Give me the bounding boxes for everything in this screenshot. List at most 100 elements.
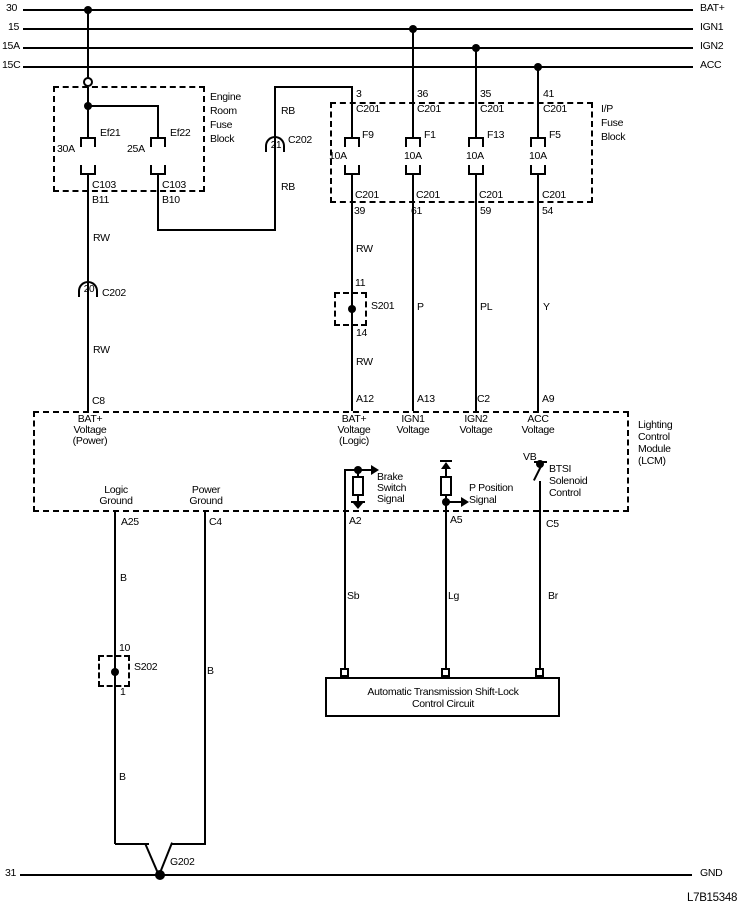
pin-a12: A12 [356,393,374,405]
resistor-icon [352,476,364,496]
lcm-a5-wire [446,501,461,503]
wire-rb-across [158,229,276,231]
fuse-ef22-icon [150,165,166,175]
wire-f9-feed [351,86,353,137]
conn-c103-b10: C103 [162,179,186,191]
wire-f5-feed [537,66,539,137]
lcm-a9-desc: ACC [527,413,549,425]
pin-b11: B11 [92,194,110,206]
wire-color-b: B [207,665,214,677]
wire-p-a13 [412,175,414,411]
pass-through-terminal [83,77,93,87]
lcm-a2-desc: Switch [377,482,407,494]
lcm-c2-desc: Voltage [459,424,493,436]
lcm-a12-desc: Voltage [337,424,371,436]
wire-color-br: Br [548,590,558,602]
lcm-label: (LCM) [638,455,666,467]
ground-g202-dot [155,870,165,880]
wire-rb-up [274,86,276,231]
lcm-a13-desc: IGN1 [401,413,425,425]
engine-room-fuse-block-box [53,86,205,192]
wire-erfb-feed [87,87,89,137]
wire-sb [344,512,346,668]
terminal-icon [340,668,349,677]
splice-s201-bottom-pin: 14 [356,327,368,339]
pin-a9: A9 [542,393,555,405]
terminal-icon [535,668,544,677]
lcm-c4-desc: Ground [189,495,223,507]
lcm-c5-supply: VB [523,451,537,463]
pin-3: 3 [356,88,362,100]
bus-15c-label: 15C [2,59,21,71]
wire-color-rb: RB [281,181,295,193]
lcm-c5-desc: Control [549,487,581,499]
fuse-ef22-rating: 25A [127,143,145,155]
fuse-f9-icon [344,137,360,147]
connector-c202-20-name: C202 [102,287,126,299]
wire-color-pl: PL [480,301,493,313]
fuse-f9-rating: 10A [329,150,347,162]
fuse-f1-name: F1 [424,129,436,141]
erfb-label: Room [210,105,237,117]
splice-s202-name: S202 [134,661,158,673]
lcm-a13-desc: Voltage [396,424,430,436]
fuse-f13-icon [468,137,484,147]
lcm-c8-desc: BAT+ [77,413,103,425]
lcm-a12-desc: BAT+ [341,413,367,425]
ipfb-label: Fuse [601,117,624,129]
conn-c103-b11: C103 [92,179,116,191]
conn-c201: C201 [416,189,440,201]
lcm-c8-desc: (Power) [72,435,108,447]
bus-acc-label: ACC [700,59,722,71]
wire-color-lg: Lg [448,590,460,602]
conn-c201: C201 [543,103,567,115]
document-code: L7B15348 [687,892,738,904]
wire-y-a9 [537,175,539,411]
wire-color-sb: Sb [347,590,360,602]
fuse-f13-rating: 10A [466,150,484,162]
lcm-label: Module [638,443,671,455]
lcm-label: Control [638,431,670,443]
connector-c202-21-pin: 21 [270,140,282,151]
lcm-c5-desc: BTSI [549,463,572,475]
lcm-a12-desc: (Logic) [339,435,369,447]
shift-lock-label: Control Circuit [411,698,475,710]
conn-c201: C201 [417,103,441,115]
wire-color-rb: RB [281,105,295,117]
resistor-icon [440,476,452,496]
fuse-ef22-icon [150,137,166,147]
lcm-label: Lighting [638,419,673,431]
wire-ground-jog [172,843,206,845]
pin-a5: A5 [450,514,463,526]
fuse-f1-icon [405,165,421,175]
connector-c202-20-icon [78,281,98,297]
supply-arrow-icon [441,462,451,469]
pin-39: 39 [354,205,366,217]
ip-fuse-block-box [330,102,593,203]
lcm-c5-desc: Solenoid [549,475,588,487]
fuse-f9-name: F9 [362,129,374,141]
wire-rb-top [275,86,353,88]
wire-b-a25 [114,512,116,844]
fuse-ef21-rating: 30A [57,143,75,155]
fuse-f5-name: F5 [549,129,561,141]
wire-color-y: Y [543,301,550,313]
splice-s201-top-pin: 11 [355,277,366,289]
connector-c202-20-pin: 20 [83,284,95,295]
wire-ground-jog [115,843,149,845]
lcm-c4-desc: Power [191,484,221,496]
wire-color-rw: RW [356,243,373,255]
wire-f1-feed [412,28,414,137]
bus-31-line [20,874,692,876]
lcm-a5-wire [445,469,447,476]
conn-c201: C201 [542,189,566,201]
bus-bat-label: BAT+ [700,2,725,14]
erfb-label: Fuse [210,119,233,131]
lcm-a5-desc: Signal [469,494,497,506]
ground-icon [353,503,363,509]
bus-31-label: 31 [5,867,17,879]
lcm-c8-desc: Voltage [73,424,107,436]
fuse-ef21-icon [80,137,96,147]
wire-bat-feed [87,9,89,78]
